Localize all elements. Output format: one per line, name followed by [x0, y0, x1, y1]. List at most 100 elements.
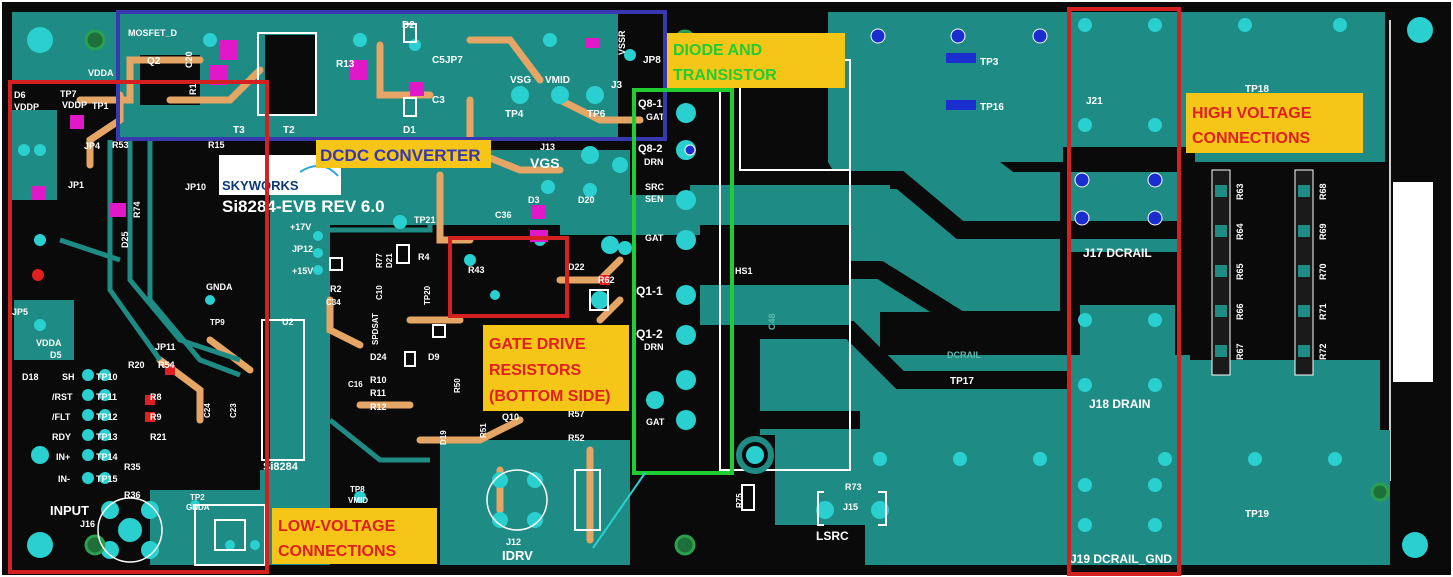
- diode-transistor-label: DIODE AND TRANSISTOR: [667, 33, 845, 88]
- label-c24: C24: [203, 403, 212, 418]
- label-inm: IN-: [58, 474, 70, 484]
- label-r63: R63: [1235, 183, 1245, 200]
- label-r12: R12: [370, 402, 387, 412]
- label-tp15: TP15: [96, 474, 118, 484]
- label-vddp: VDDP: [62, 100, 87, 110]
- label-d24: D24: [370, 352, 387, 362]
- diode-transistor-region-box: [632, 88, 734, 475]
- label-d2: D2: [402, 20, 415, 31]
- label-c23: C23: [229, 403, 238, 418]
- label-tp18: TP18: [1245, 84, 1269, 95]
- label-hs1: HS1: [735, 266, 753, 276]
- label-j15: J15: [843, 502, 858, 512]
- label-j18: J18 DRAIN: [1089, 397, 1150, 411]
- label-lsrc: LSRC: [816, 529, 849, 543]
- hv-test-pads: [684, 28, 1163, 226]
- label-c16: C16: [348, 380, 363, 389]
- label-r8: R8: [150, 392, 162, 402]
- label-q12: Q1-2: [636, 327, 663, 341]
- label-r20: R20: [128, 360, 145, 370]
- magenta-parts: [31, 38, 600, 242]
- label-r57: R57: [568, 409, 585, 419]
- label-r74: R74: [132, 201, 142, 218]
- label-c3: C3: [432, 95, 445, 106]
- label-jp7: JP7: [445, 55, 463, 66]
- label-d25: D25: [120, 231, 130, 248]
- label-tp19: TP19: [1245, 509, 1269, 520]
- label-q11: Q1-1: [636, 284, 663, 298]
- label-high-voltage-1: HIGH VOLTAGE: [1192, 105, 1312, 122]
- label-jp12: JP12: [292, 244, 313, 254]
- label-high-voltage-2: CONNECTIONS: [1192, 130, 1311, 147]
- label-flt: /FLT: [52, 412, 71, 422]
- label-d3: D3: [528, 195, 540, 205]
- dcdc-region-box: [116, 10, 667, 141]
- label-dcrail: DCRAIL: [947, 350, 981, 360]
- label-r67: R67: [1235, 343, 1245, 360]
- label-jp11: JP11: [155, 342, 176, 352]
- label-r11: R11: [370, 388, 386, 398]
- label-r21: R21: [150, 432, 167, 442]
- label-tp10: TP10: [96, 372, 118, 382]
- label-tp6: TP6: [587, 109, 606, 120]
- label-tp11: TP11: [96, 392, 117, 402]
- label-tp12: TP12: [96, 412, 118, 422]
- label-c20: C20: [184, 51, 194, 68]
- label-vdda: VDDA: [36, 338, 62, 348]
- label-r43: R43: [468, 265, 485, 275]
- label-r54: R54: [158, 360, 175, 370]
- label-jp5: JP5: [12, 307, 28, 317]
- label-low-voltage-1: LOW-VOLTAGE: [278, 518, 396, 535]
- label-r68: R68: [1318, 183, 1328, 200]
- label-vgs: VGS: [530, 155, 560, 171]
- label-tp17: TP17: [950, 376, 974, 387]
- label-tp21: TP21: [414, 215, 436, 225]
- label-r62: R62: [598, 275, 615, 285]
- label-vddp: VDDP: [14, 102, 39, 112]
- label-mosfet-d: MOSFET_D: [128, 28, 178, 38]
- label-t3: T3: [233, 125, 245, 136]
- label-drn2: DRN: [644, 342, 664, 352]
- label-tp3: TP3: [980, 57, 999, 68]
- label-r1: R1: [188, 83, 198, 95]
- pads: [18, 17, 1433, 559]
- label-input: INPUT: [50, 503, 89, 518]
- label-r36: R36: [124, 490, 141, 500]
- label-gat3: GAT: [646, 417, 665, 427]
- label-r51: R51: [479, 423, 488, 438]
- label-r50: R50: [453, 378, 462, 393]
- label-src: SRC: [645, 182, 665, 192]
- label-r72: R72: [1318, 343, 1328, 360]
- label-r66: R66: [1235, 303, 1245, 320]
- label-tp16: TP16: [980, 102, 1004, 113]
- label-gate-drive-3: (BOTTOM SIDE): [489, 388, 610, 405]
- label-r13: R13: [336, 59, 355, 70]
- label-rst: /RST: [52, 392, 73, 402]
- label-tp4: TP4: [505, 109, 524, 120]
- label-sen: SEN: [645, 194, 664, 204]
- label-r4: R4: [418, 252, 430, 262]
- dcdc-label: DCDC CONVERTER: [316, 140, 491, 168]
- label-q10: Q10: [502, 412, 519, 422]
- label-diode-transistor-2: TRANSISTOR: [673, 67, 777, 84]
- label-r2: R2: [330, 284, 342, 294]
- label-j12: J12: [506, 537, 521, 547]
- label-vmid2: VMID: [348, 496, 368, 505]
- label-gat: GAT: [646, 112, 665, 122]
- high-voltage-label: HIGH VOLTAGE CONNECTIONS: [1186, 93, 1363, 153]
- label-r73: R73: [845, 482, 862, 492]
- label-si8284: Si8284: [263, 461, 299, 473]
- label-gnda: GNDA: [206, 282, 233, 292]
- label-tp13: TP13: [96, 432, 118, 442]
- low-voltage-region-box: [8, 80, 269, 574]
- label-r64: R64: [1235, 223, 1245, 240]
- label-r15: R15: [208, 140, 225, 150]
- label-d18: D18: [22, 372, 39, 382]
- label-j17: J17 DCRAIL: [1083, 246, 1152, 260]
- label-spdsat: SPDSAT: [371, 313, 380, 345]
- label-gate-drive-2: RESISTORS: [489, 362, 582, 379]
- label-r75: R75: [735, 493, 744, 508]
- label-vmid: VMID: [545, 75, 570, 86]
- label-r69: R69: [1318, 223, 1328, 240]
